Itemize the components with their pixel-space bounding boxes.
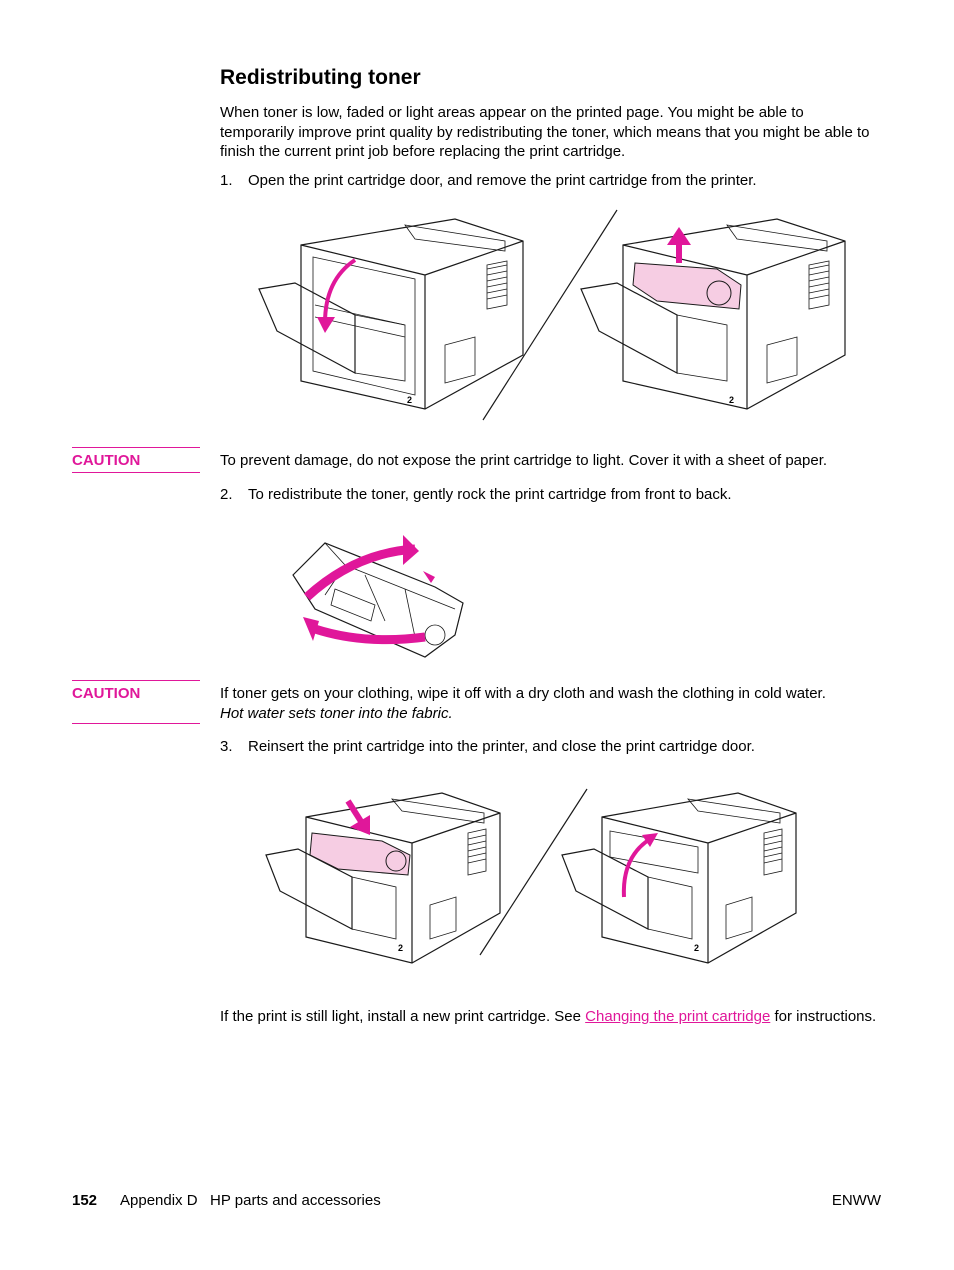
printer-illustration-reinsert: 2	[265, 792, 501, 964]
footer-section: Appendix D HP parts and accessories	[120, 1192, 381, 1209]
section-title: Redistributing toner	[220, 66, 421, 89]
step-1: 1. Open the print cartridge door, and rem…	[220, 171, 880, 191]
caution-text: If toner gets on your clothing, wipe it …	[220, 684, 890, 723]
closing-text-after: for instructions.	[770, 1008, 877, 1025]
closing-paragraph: If the print is still light, install a n…	[220, 1007, 880, 1027]
tray-label: 2	[694, 943, 699, 953]
footer-right-label: ENWW	[831, 1192, 881, 1209]
changing-cartridge-link[interactable]: Changing the print cartridge	[585, 1008, 771, 1025]
step-number: 3.	[220, 738, 233, 755]
caution-top-rule	[72, 447, 200, 448]
figure-remove-cartridge: 2 2	[258, 209, 846, 421]
step-3: 3. Reinsert the print cartridge into the …	[220, 737, 880, 757]
caution-text-main: If toner gets on your clothing, wipe it …	[220, 685, 826, 702]
step-number: 1.	[220, 172, 233, 189]
printer-illustration-open: 2	[258, 218, 524, 410]
caution-text: To prevent damage, do not expose the pri…	[220, 452, 828, 469]
caution-bottom-rule	[72, 472, 200, 473]
step-text: Reinsert the print cartridge into the pr…	[248, 738, 755, 755]
closing-text-before: If the print is still light, install a n…	[220, 1008, 586, 1025]
intro-paragraph: When toner is low, faded or light areas …	[220, 104, 870, 160]
tray-label: 2	[729, 395, 734, 405]
figure-divider	[479, 788, 588, 956]
caution-bottom-rule	[72, 723, 200, 724]
caution-text-italic: Hot water sets toner into the fabric.	[220, 704, 453, 722]
page-number: 152	[72, 1192, 98, 1209]
step-text: To redistribute the toner, gently rock t…	[248, 486, 732, 503]
tray-label: 2	[398, 943, 403, 953]
tray-label: 2	[407, 395, 412, 405]
figure-reinsert-cartridge: 2 2	[265, 788, 797, 964]
printer-illustration-close-door: 2	[561, 792, 797, 964]
step-number: 2.	[220, 486, 233, 503]
figure-divider	[482, 209, 618, 421]
step-2: 2. To redistribute the toner, gently rock…	[220, 485, 880, 505]
caution-label: CAUTION	[72, 685, 141, 702]
figure-rock-cartridge	[292, 535, 464, 658]
caution-label: CAUTION	[72, 452, 141, 469]
printer-illustration-cartridge-out: 2	[580, 218, 846, 410]
step-text: Open the print cartridge door, and remov…	[248, 172, 757, 189]
caution-top-rule	[72, 680, 200, 681]
